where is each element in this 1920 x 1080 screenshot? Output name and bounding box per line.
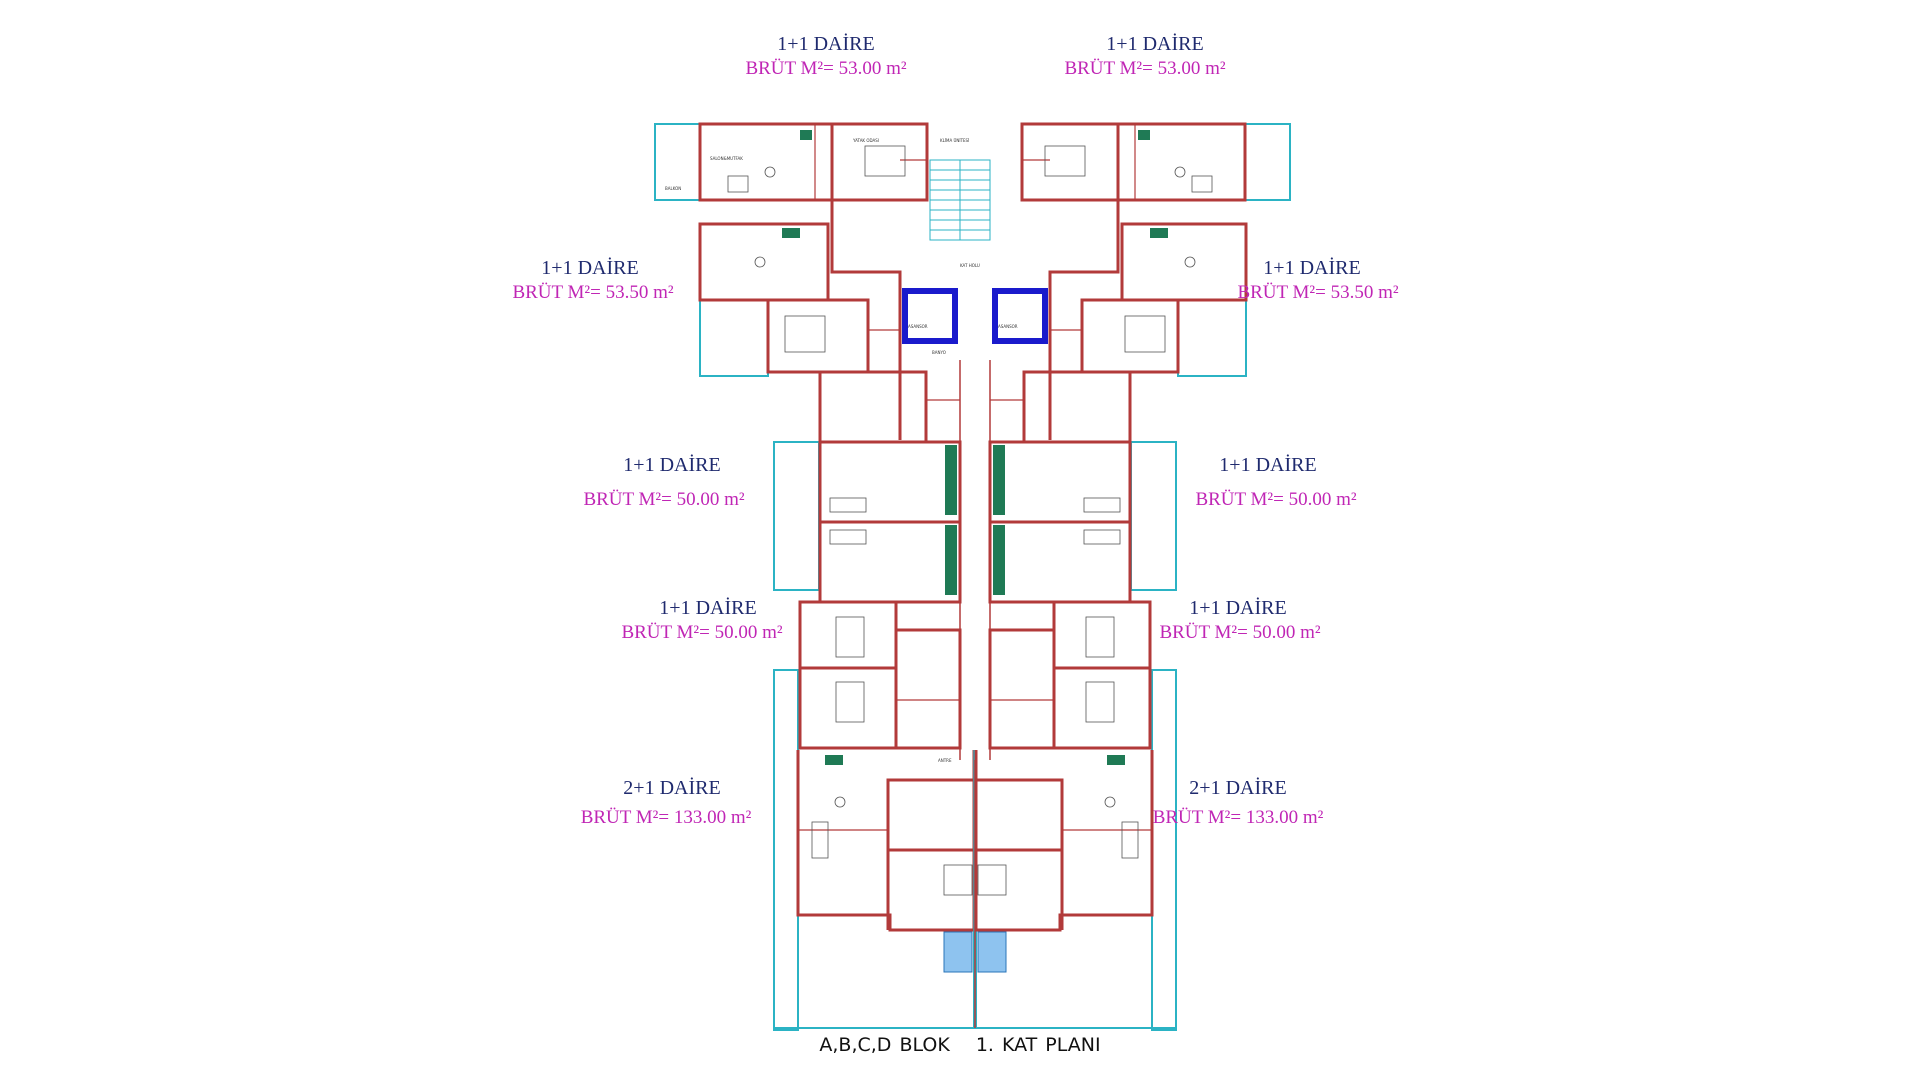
pool-right (977, 931, 1007, 973)
wall-unit-2plus1-right (974, 750, 1154, 932)
balcony-mid-left (773, 441, 820, 591)
elevators (902, 288, 1048, 344)
unit-type-top-left: 1+1 DAİRE (777, 33, 875, 55)
wall-unit-top-right (1116, 122, 1247, 202)
unit-area-top-right: BRÜT M²= 53.00 m² (1064, 58, 1226, 79)
room-label-asansor-right: ASANSOR (998, 324, 1018, 329)
room-label-antre: ANTRE (938, 758, 952, 763)
unit-area-upper-right: BRÜT M²= 53.50 m² (1237, 282, 1399, 303)
wall-bed-mid-right (1022, 370, 1132, 444)
balcony-top-right (1244, 123, 1291, 201)
wall-unit-top-left (698, 122, 834, 202)
pools (943, 931, 1007, 973)
room-label-balkon: BALKON (665, 186, 681, 191)
unit-type-mid-right: 1+1 DAİRE (1219, 454, 1317, 476)
plan-block: A,B,C,D BLOK (819, 1034, 950, 1056)
unit-type-lower-left: 1+1 DAİRE (659, 597, 757, 619)
unit-type-mid-left: 1+1 DAİRE (623, 454, 721, 476)
wall-unit-top-left-bed (830, 122, 929, 202)
balcony-mid-right (1130, 441, 1177, 591)
unit-area-top-left: BRÜT M²= 53.00 m² (745, 58, 907, 79)
elevator-right (992, 288, 1048, 344)
unit-area-mid-left: BRÜT M²= 50.00 m² (583, 489, 745, 510)
unit-type-bottom-left: 2+1 DAİRE (623, 777, 721, 799)
unit-area-upper-left: BRÜT M²= 53.50 m² (512, 282, 674, 303)
unit-area-lower-right: BRÜT M²= 50.00 m² (1159, 622, 1321, 643)
balcony-bottom-right-side (1151, 669, 1177, 1031)
elevator-left (902, 288, 958, 344)
wall-salon-mid-left-a (818, 440, 962, 524)
unit-type-bottom-right: 2+1 DAİRE (1189, 777, 1287, 799)
kitchen-units (782, 130, 1168, 765)
wall-unit-upper-left (698, 222, 830, 302)
wall-unit-upper-right (1120, 222, 1248, 302)
wall-bed-upper-right (1080, 298, 1180, 374)
unit-type-upper-right: 1+1 DAİRE (1263, 257, 1361, 279)
unit-area-bottom-right: BRÜT M²= 133.00 m² (1152, 807, 1324, 828)
unit-area-lower-left: BRÜT M²= 50.00 m² (621, 622, 783, 643)
wall-salon-mid-right-a (988, 440, 1132, 524)
wall-bed-upper-left (766, 298, 870, 374)
corridor (959, 360, 991, 1028)
plan-floor: 1. KAT PLANI (975, 1034, 1101, 1056)
unit-type-lower-right: 1+1 DAİRE (1189, 597, 1287, 619)
room-label-kat-holu: KAT HOLU (960, 263, 980, 268)
unit-area-bottom-left: BRÜT M²= 133.00 m² (580, 807, 752, 828)
wall-bed-mid-left (818, 370, 928, 444)
balcony-upper-right (1177, 299, 1247, 377)
wall-bed-lower-right-b (1052, 666, 1152, 750)
wall-salon-mid-right-b (988, 520, 1132, 604)
balcony-upper-left (699, 299, 769, 377)
wall-unit-2plus1-left (796, 750, 976, 932)
room-labels: SALON&MUTFAK YATAK ODASI BALKON ASANSOR … (665, 138, 1018, 763)
room-label-klima: KLİMA ÜNİTESİ (940, 138, 969, 143)
furniture (727, 145, 1213, 896)
wall-bed-lower-left-b (798, 666, 898, 750)
plan-title: A,B,C,D BLOK 1. KAT PLANI (819, 1034, 1100, 1056)
wall-salon-mid-left-b (818, 520, 962, 604)
room-label-yatak: YATAK ODASI (852, 138, 879, 143)
wall-bed-lower-right-a (1052, 600, 1152, 670)
wall-unit-top-right-bed (1020, 122, 1120, 202)
unit-type-top-right: 1+1 DAİRE (1106, 33, 1204, 55)
balcony-bottom-left-side (773, 669, 799, 1031)
unit-area-mid-right: BRÜT M²= 50.00 m² (1195, 489, 1357, 510)
staircase (929, 159, 991, 241)
room-label-asansor-left: ASANSOR (908, 324, 928, 329)
room-label-salon: SALON&MUTFAK (710, 156, 743, 161)
wall-bed-lower-left-a (798, 600, 898, 670)
room-label-banyo: BANYO (932, 350, 946, 355)
unit-type-upper-left: 1+1 DAİRE (541, 257, 639, 279)
pool-left (943, 931, 973, 973)
